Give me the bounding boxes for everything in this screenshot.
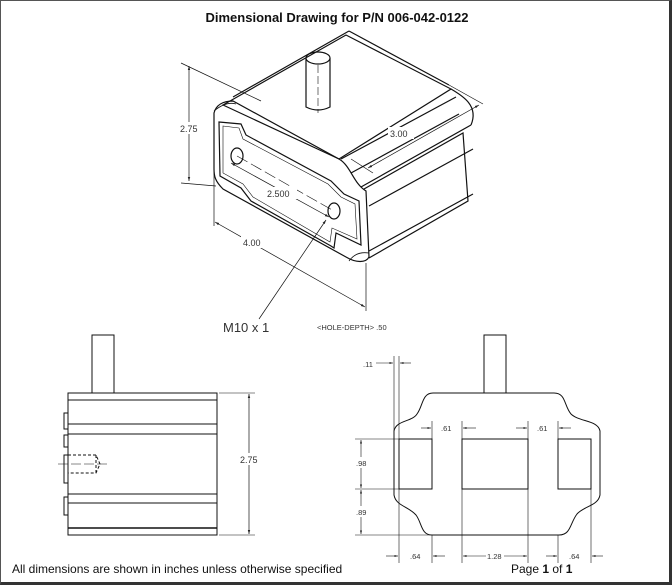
front-body-outline [393,392,601,536]
side-pin [91,334,115,394]
iso-dim-width-line [214,221,366,308]
side-dim-height: 2.75 [240,455,258,465]
front-pin [483,334,507,394]
front-dim-gap-right: .61 [537,424,547,433]
front-dim-gap-left: .61 [441,424,451,433]
front-window-right [557,438,592,490]
page-current: 1 [542,562,550,576]
hole-depth-callout: <HOLE-DEPTH> .50 [317,323,387,332]
iso-dim-depth-line [367,104,480,169]
front-dim-left-window-width: .64 [410,552,420,561]
page-total: 1 [565,562,573,576]
thread-leader [258,219,327,320]
front-dim-window-height: .98 [356,459,366,468]
side-view [58,334,255,536]
drawing-title: Dimensional Drawing for P/N 006-042-0122 [205,10,469,25]
page-prefix: Page [511,562,543,576]
front-view [355,334,603,563]
iso-dim-height: 2.75 [180,124,198,134]
iso-dim-depth: 3.00 [390,129,408,139]
front-dim-center-window-width: 1.28 [487,552,502,561]
iso-dim-hole-spacing: 2.500 [267,189,290,199]
page-number: Page 1 of 1 [511,562,572,576]
front-dim-lower-height: .89 [356,508,366,517]
iso-front-face [213,100,370,263]
page-of: of [549,562,566,576]
front-window-left [398,438,433,490]
front-dim-right-window-width: .64 [569,552,579,561]
iso-flange [218,121,362,250]
front-dim-edge-offset: .11 [363,360,373,369]
iso-right-face [363,132,469,259]
front-window-center [461,438,529,490]
iso-dim-width: 4.00 [243,238,261,248]
thread-callout: M10 x 1 [223,320,269,335]
units-note: All dimensions are shown in inches unles… [12,562,343,576]
iso-hole-right [327,202,341,220]
isometric-view [180,30,484,320]
